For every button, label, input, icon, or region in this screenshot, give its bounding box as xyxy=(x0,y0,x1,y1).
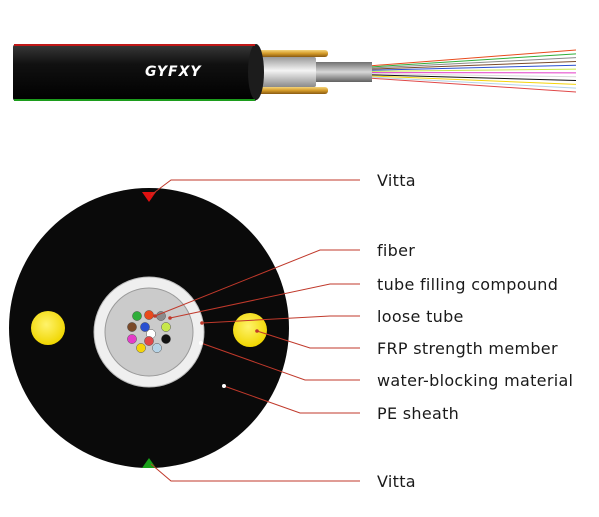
leader-vitta-top xyxy=(150,179,360,196)
dot-fiber xyxy=(153,314,157,318)
fiber-strands xyxy=(367,49,577,93)
leader-water-blocking-material xyxy=(200,342,360,381)
strength-member-left xyxy=(31,311,65,345)
leader-lines xyxy=(150,179,360,482)
fiber-strand-5 xyxy=(367,64,577,71)
fiber-strand-9 xyxy=(367,74,577,82)
leader-fiber xyxy=(154,249,360,317)
leader-pe-sheath xyxy=(223,385,360,414)
dot-water-blocking xyxy=(199,341,203,345)
fiber-12 xyxy=(144,336,154,346)
vitta-top-marker xyxy=(142,192,156,202)
label-fiber: fiber xyxy=(377,241,415,260)
fiber-4 xyxy=(127,322,137,332)
fiber-strand-3 xyxy=(367,57,577,69)
leader-frp-strength-member xyxy=(256,330,360,349)
labels: Vitta fiber tube filling compound loose … xyxy=(377,171,573,491)
label-loose-tube: loose tube xyxy=(377,307,464,326)
cable-brand-text: GYFXY xyxy=(145,64,202,80)
leader-loose-tube xyxy=(201,315,360,324)
fiber-6 xyxy=(161,322,171,332)
dot-tube-filling xyxy=(168,316,172,320)
fiber-strand-10 xyxy=(367,75,577,85)
fiber-strand-1 xyxy=(367,49,577,67)
dot-loose-tube xyxy=(200,321,204,325)
fiber-strand-11 xyxy=(367,76,577,89)
leader-tube-filling-compound xyxy=(169,283,360,319)
dot-pe-sheath xyxy=(222,384,226,388)
label-vitta-top: Vitta xyxy=(377,171,416,190)
fiber-10 xyxy=(136,343,146,353)
central-tube xyxy=(300,62,372,82)
fiber-bundle xyxy=(127,310,171,353)
fiber-2 xyxy=(132,311,142,321)
leader-vitta-bottom xyxy=(150,463,360,482)
dot-frp xyxy=(255,329,259,333)
label-water-blocking-material: water-blocking material xyxy=(377,371,573,390)
label-vitta-bottom: Vitta xyxy=(377,472,416,491)
fiber-7 xyxy=(127,334,137,344)
fiber-strand-8 xyxy=(367,73,577,78)
jacket-end xyxy=(248,44,264,100)
fiber-9 xyxy=(161,334,171,344)
fiber-11 xyxy=(152,343,162,353)
cable-side-view: GYFXY xyxy=(13,44,577,101)
fiber-strand-12 xyxy=(367,77,577,93)
label-frp-strength-member: FRP strength member xyxy=(377,339,558,358)
cable-cross-section xyxy=(9,188,289,468)
fiber-strand-2 xyxy=(367,53,577,68)
cable-jacket xyxy=(13,44,257,101)
fiber-5 xyxy=(140,322,150,332)
label-tube-filling-compound: tube filling compound xyxy=(377,275,558,294)
fiber-strand-6 xyxy=(367,68,577,72)
loose-tube-side xyxy=(258,57,316,87)
fiber-strand-4 xyxy=(367,60,577,70)
strength-member-right xyxy=(233,313,267,347)
label-pe-sheath: PE sheath xyxy=(377,404,459,423)
fiber-1 xyxy=(144,310,154,320)
